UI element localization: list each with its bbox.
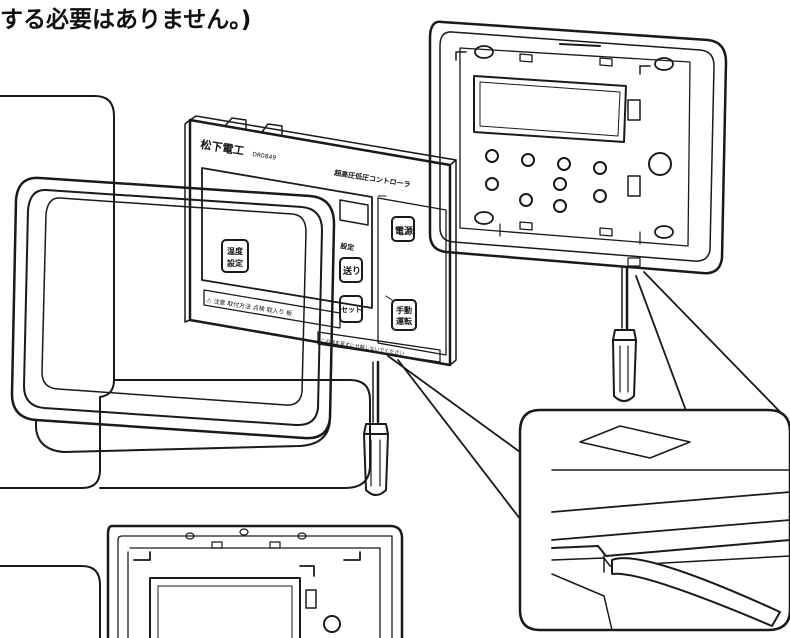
leader-line (643, 271, 787, 419)
mounting-base (428, 20, 728, 275)
power-button-label: 電源 (395, 225, 413, 237)
screwdriver-icon (363, 360, 389, 496)
advance-button-label: 送り (342, 265, 361, 277)
product-label: 超高圧低圧コントローラ (334, 168, 411, 189)
set-button-label: セット (341, 306, 362, 314)
detail-callout (518, 408, 790, 632)
leader-line (387, 355, 521, 453)
setting-heading: 設定 (340, 241, 355, 252)
set-button (339, 295, 363, 323)
cover-frame (10, 176, 336, 453)
manual-button (391, 299, 417, 331)
screwdriver-icon (612, 266, 637, 402)
mounting-base-lower (106, 524, 404, 638)
temperature-button (221, 239, 249, 273)
strip-label: ⚠ 注意 取付方法 点検 取入り 板 (206, 296, 293, 317)
front-panel (184, 115, 457, 367)
advance-button (339, 257, 363, 283)
model-label: DR0849 (252, 151, 277, 162)
power-button (391, 216, 415, 242)
callout-frame-top (0, 95, 115, 489)
manual-button-label: 手動 運転 (396, 305, 415, 326)
temperature-button-label: 温度 設定 (227, 246, 246, 268)
caption-text: する必要はありません。) (0, 7, 252, 33)
callout-frame-bottom (0, 565, 101, 638)
brand-label: 松下電工 (200, 137, 246, 158)
